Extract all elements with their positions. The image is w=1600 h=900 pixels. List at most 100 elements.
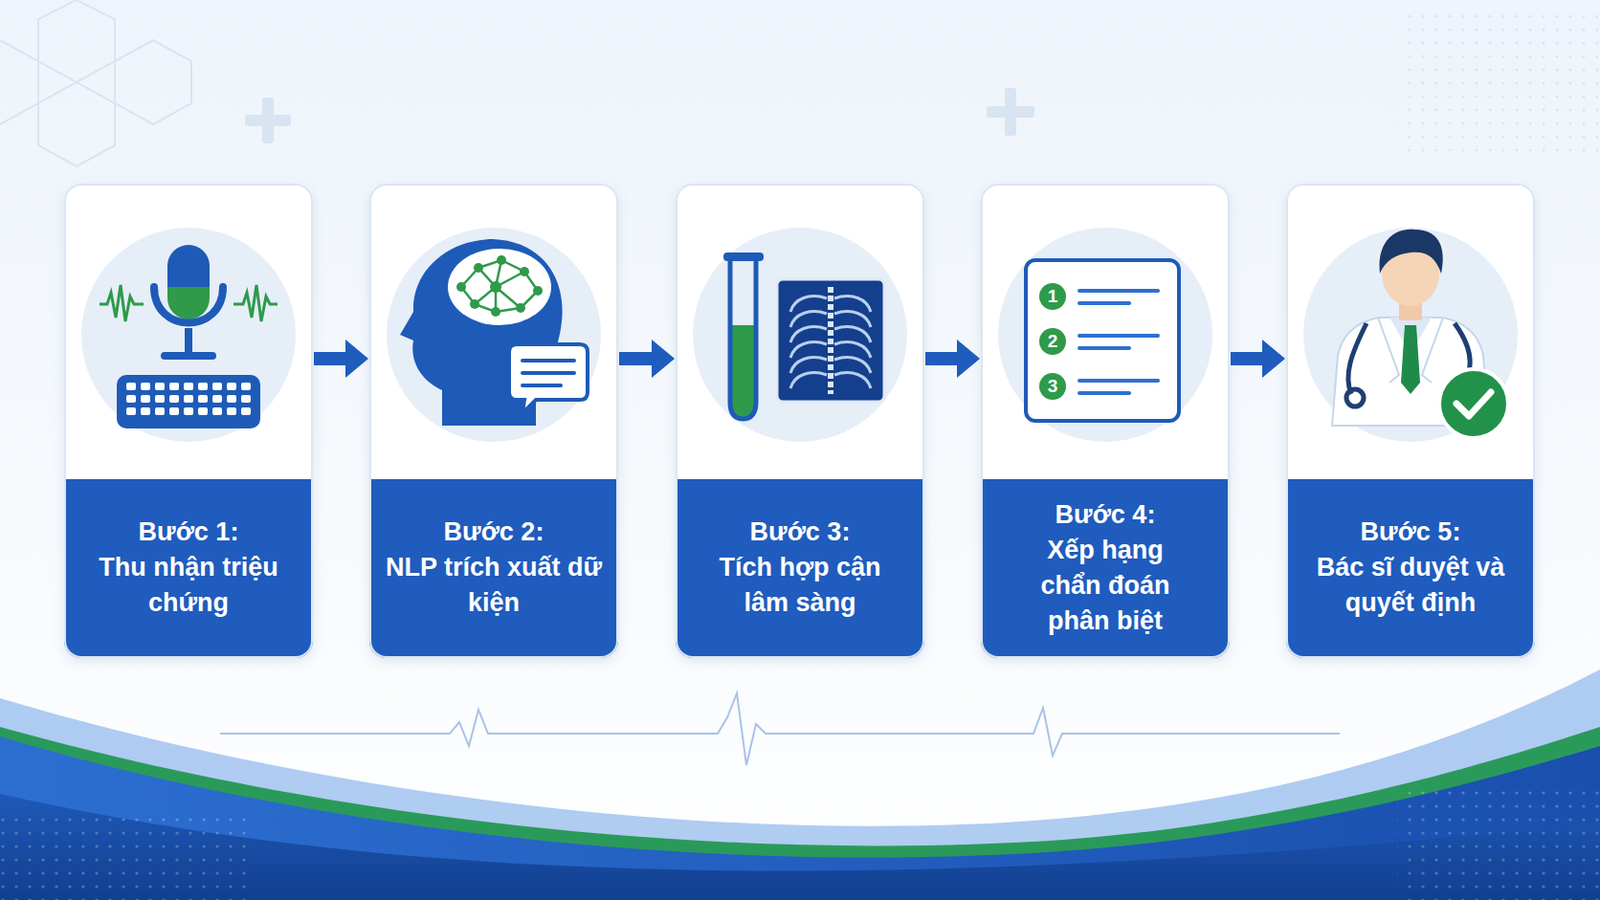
card-band — [675, 479, 925, 509]
key — [169, 395, 179, 403]
flow-arrow — [313, 339, 369, 378]
step-number: Bước 2: — [444, 514, 545, 551]
key — [126, 395, 136, 403]
doctor-icon — [1332, 229, 1509, 439]
key — [226, 382, 237, 391]
step-card: Bước 2:NLP trích xuất dữ kiện — [369, 183, 619, 659]
arrow-shaft — [619, 352, 657, 366]
step-number: Bước 3: — [750, 514, 851, 551]
key — [226, 407, 237, 416]
dot-texture — [1397, 9, 1599, 154]
rank-number: 1 — [1039, 287, 1067, 307]
ranked-list-icon — [1025, 260, 1179, 422]
dot-texture — [0, 813, 249, 900]
step-card: Bước 5:Bác sĩ duyệt và quyết định — [1286, 183, 1535, 659]
card-band — [369, 479, 619, 659]
key — [241, 407, 251, 416]
arrow-shaft — [1230, 352, 1267, 366]
brain-head-icon — [400, 239, 588, 426]
card-band — [64, 479, 313, 659]
card-band — [1286, 479, 1535, 509]
key — [155, 395, 165, 403]
key — [155, 407, 165, 416]
rib — [790, 311, 827, 328]
wave-green — [0, 727, 1600, 900]
step-number: Bước 1: — [138, 514, 240, 551]
arrow-head — [1262, 339, 1286, 378]
key — [212, 382, 223, 391]
ecg-line — [220, 693, 1340, 766]
card-band — [1286, 479, 1535, 659]
card-fill — [675, 183, 925, 659]
rib — [834, 296, 871, 312]
hexagons — [0, 0, 192, 167]
arrow-shaft — [313, 352, 351, 366]
key — [241, 395, 251, 403]
card-fill — [369, 183, 619, 659]
key — [198, 407, 208, 416]
rib — [834, 357, 871, 374]
key — [140, 407, 151, 416]
arrow-head — [345, 339, 369, 378]
arrow-shaft — [925, 352, 962, 366]
card-fill — [1286, 183, 1535, 659]
wave-light — [0, 669, 1600, 900]
step-title: Xếp hạng chẩn đoán phân biệt — [1023, 533, 1187, 640]
key — [155, 382, 165, 391]
key — [126, 407, 136, 416]
rib — [834, 373, 871, 389]
key — [140, 395, 151, 403]
key — [183, 382, 194, 391]
step-title: Bác sĩ duyệt và quyết định — [1300, 550, 1521, 622]
key — [212, 395, 223, 403]
step-title: Thu nhận triệu chứng — [92, 550, 285, 622]
lab-xray-icon — [723, 252, 885, 420]
key — [169, 382, 179, 391]
rib — [834, 311, 871, 328]
arrow-head — [651, 339, 675, 378]
rib — [790, 327, 827, 343]
dot-texture — [1397, 784, 1600, 900]
rank-number: 3 — [1039, 377, 1067, 397]
flow-arrow — [925, 339, 980, 378]
key — [140, 382, 151, 391]
rib — [790, 342, 827, 358]
step-text: Bước 1:Thu nhận triệu chứng — [66, 479, 312, 657]
rank-number: 2 — [1039, 332, 1067, 352]
step-text: Bước 4:Xếp hạng chẩn đoán phân biệt — [982, 479, 1228, 657]
plus-signs — [244, 88, 1035, 144]
microphone-icon — [99, 244, 278, 429]
card-band — [64, 479, 313, 509]
card-fill — [980, 183, 1230, 659]
step-number: Bước 5: — [1360, 514, 1462, 551]
key — [212, 407, 223, 416]
step-text: Bước 3:Tích hợp cận lâm sàng — [677, 479, 923, 657]
key — [183, 395, 194, 403]
rib — [834, 327, 871, 343]
step-text: Bước 5:Bác sĩ duyệt và quyết định — [1288, 479, 1534, 657]
wave-blue — [0, 736, 1600, 900]
step-title: NLP trích xuất dữ kiện — [383, 550, 604, 622]
rib — [790, 357, 827, 374]
key — [226, 395, 237, 403]
step-text: Bước 2:NLP trích xuất dữ kiện — [371, 479, 617, 657]
card-fill — [64, 183, 313, 659]
step-title: Tích hợp cận lâm sàng — [699, 550, 901, 622]
wave-deep — [0, 794, 1600, 900]
key — [126, 382, 136, 391]
key — [198, 395, 208, 403]
card-band — [980, 479, 1230, 659]
rib — [834, 342, 871, 358]
step-number: Bước 4: — [1055, 497, 1156, 534]
key — [183, 407, 194, 416]
card-band — [675, 479, 925, 659]
card-band — [369, 479, 619, 509]
key — [198, 382, 208, 391]
step-card: Bước 1:Thu nhận triệu chứng — [64, 183, 313, 659]
rib — [790, 296, 827, 312]
rib — [790, 373, 827, 389]
icon-circles — [81, 227, 1518, 443]
